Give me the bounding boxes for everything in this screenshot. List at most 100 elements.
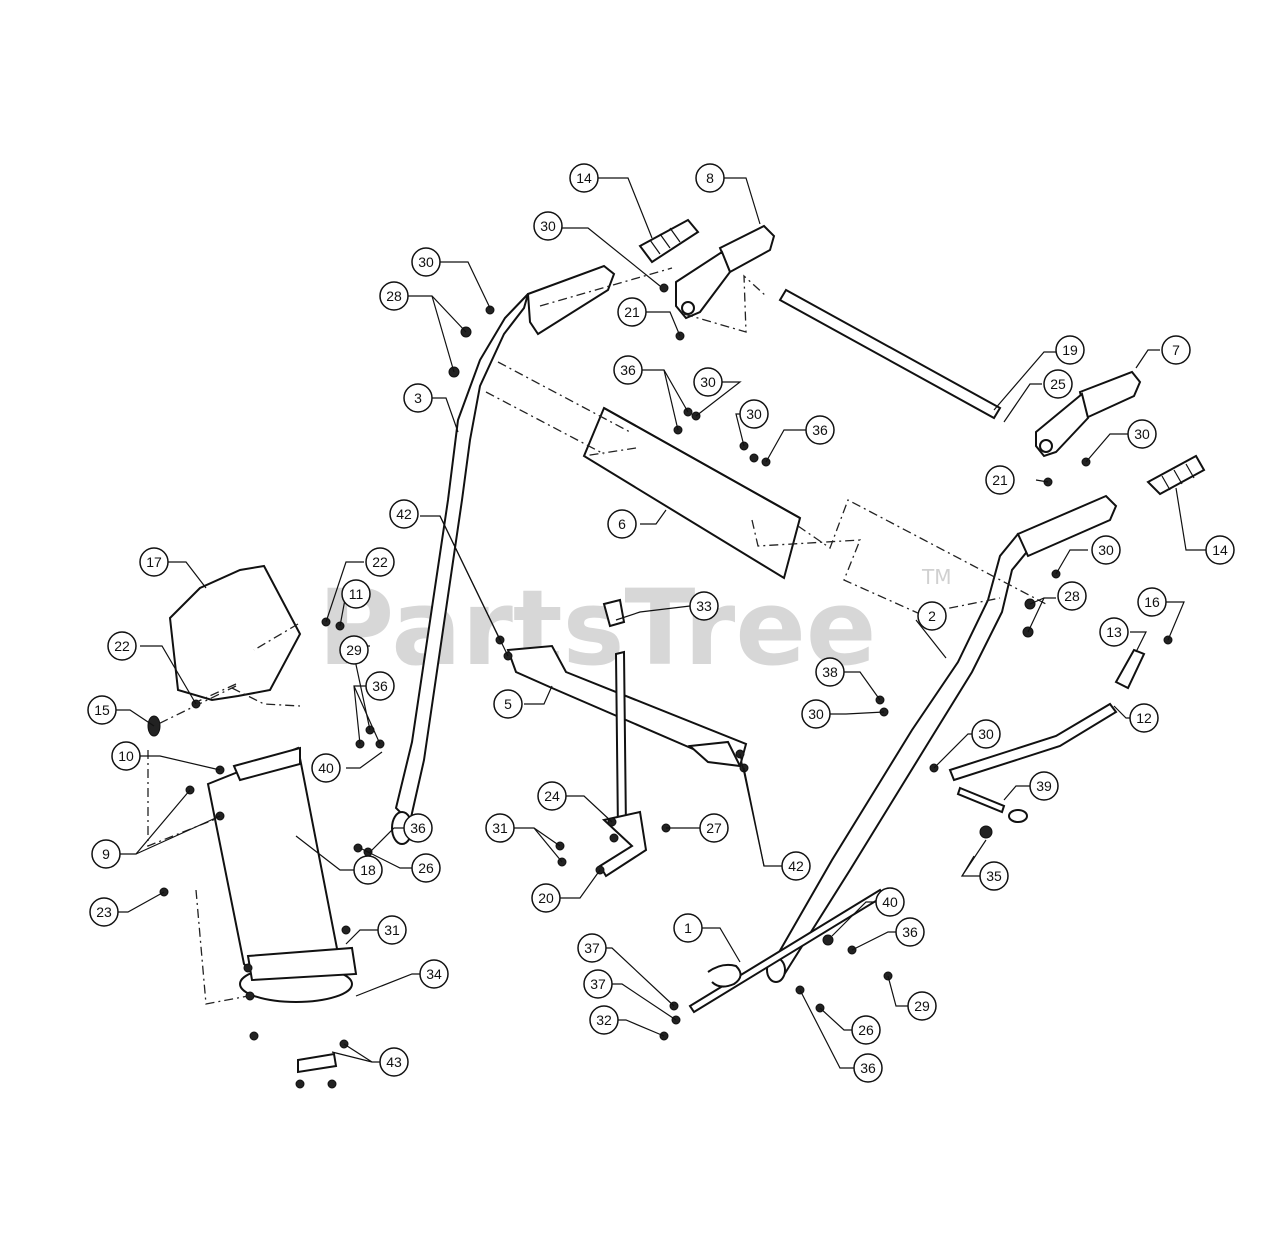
callout-31: 31 — [377, 915, 407, 945]
callout-circle — [403, 813, 433, 843]
callout-circle — [1043, 369, 1073, 399]
right-upper-handle-part-7 — [1035, 370, 1142, 458]
callout-12: 12 — [1129, 703, 1159, 733]
callout-17: 17 — [139, 547, 169, 577]
callout-14: 14 — [1205, 535, 1235, 565]
callout-label: 3 — [414, 390, 422, 406]
callout-label: 20 — [538, 890, 554, 906]
callout-label: 1 — [684, 920, 692, 936]
callout-label: 7 — [1172, 342, 1180, 358]
callout-label: 39 — [1036, 778, 1052, 794]
callout-6: 6 — [607, 509, 637, 539]
callout-circle — [311, 753, 341, 783]
callout-circle — [485, 813, 515, 843]
callout-circle — [1057, 581, 1087, 611]
callout-label: 31 — [384, 922, 400, 938]
callout-circle — [985, 465, 1015, 495]
callout-label: 16 — [1144, 594, 1160, 610]
callout-36: 36 — [895, 917, 925, 947]
callout-circle — [111, 741, 141, 771]
callout-label: 8 — [706, 170, 714, 186]
callout-label: 5 — [504, 696, 512, 712]
callout-label: 14 — [1212, 542, 1228, 558]
hardware-fasteners — [147, 283, 1173, 1089]
callout-circle — [875, 887, 905, 917]
callout-37: 37 — [577, 933, 607, 963]
rod-part-12 — [948, 702, 1118, 782]
callout-label: 29 — [914, 998, 930, 1014]
panel-part-6 — [582, 406, 802, 580]
callout-label: 25 — [1050, 376, 1066, 392]
callout-label: 30 — [700, 374, 716, 390]
callout-circle — [607, 509, 637, 539]
callout-label: 28 — [386, 288, 402, 304]
left-grip-part-14 — [638, 218, 700, 264]
callout-30: 30 — [971, 719, 1001, 749]
callout-28: 28 — [379, 281, 409, 311]
clip-part-43 — [297, 1052, 338, 1074]
callout-30: 30 — [1127, 419, 1157, 449]
callout-label: 40 — [318, 760, 334, 776]
callout-36: 36 — [805, 415, 835, 445]
callout-circle — [1205, 535, 1235, 565]
right-grip-part-14 — [1146, 454, 1206, 496]
callout-circle — [801, 699, 831, 729]
callout-10: 10 — [111, 741, 141, 771]
callout-label: 30 — [1134, 426, 1150, 442]
callout-circle — [1137, 587, 1167, 617]
callout-circle — [781, 851, 811, 881]
callout-3: 3 — [403, 383, 433, 413]
callout-36: 36 — [403, 813, 433, 843]
callout-circle — [365, 547, 395, 577]
callout-circle — [815, 657, 845, 687]
callout-circle — [917, 601, 947, 631]
rod-part-19 — [778, 288, 1002, 420]
callout-label: 36 — [860, 1060, 876, 1076]
callout-circle — [907, 991, 937, 1021]
callout-circle — [365, 671, 395, 701]
callout-34: 34 — [419, 959, 449, 989]
callout-38: 38 — [815, 657, 845, 687]
callout-7: 7 — [1161, 335, 1191, 365]
callout-label: 10 — [118, 748, 134, 764]
callout-27: 27 — [699, 813, 729, 843]
callout-label: 40 — [882, 894, 898, 910]
callout-circle — [403, 383, 433, 413]
callout-25: 25 — [1043, 369, 1073, 399]
callout-30: 30 — [533, 211, 563, 241]
rod-39-end — [1008, 809, 1028, 823]
callout-label: 30 — [808, 706, 824, 722]
callout-label: 30 — [978, 726, 994, 742]
callout-33: 33 — [689, 591, 719, 621]
callout-label: 36 — [372, 678, 388, 694]
callout-circle — [613, 355, 643, 385]
callout-label: 36 — [812, 422, 828, 438]
callout-label: 33 — [696, 598, 712, 614]
callout-circle — [569, 163, 599, 193]
callout-label: 21 — [992, 472, 1008, 488]
callout-label: 26 — [418, 860, 434, 876]
callout-19: 19 — [1055, 335, 1085, 365]
callout-label: 30 — [418, 254, 434, 270]
callout-circle — [1099, 617, 1129, 647]
callout-label: 24 — [544, 788, 560, 804]
callout-label: 43 — [386, 1054, 402, 1070]
callout-42: 42 — [389, 499, 419, 529]
callout-14: 14 — [569, 163, 599, 193]
callout-circle — [1127, 419, 1157, 449]
callout-circle — [419, 959, 449, 989]
callout-label: 32 — [596, 1012, 612, 1028]
callout-22: 22 — [365, 547, 395, 577]
callout-36: 36 — [853, 1053, 883, 1083]
callout-circle — [1091, 535, 1121, 565]
callout-39: 39 — [1029, 771, 1059, 801]
callout-label: 42 — [396, 506, 412, 522]
callout-label: 30 — [746, 406, 762, 422]
callout-label: 6 — [618, 516, 626, 532]
callouts: 14 8 30 30 28 21 3 36 30 30 36 19 7 25 30 21 14 6 42 17 22 1 1… — [87, 163, 1235, 1083]
callout-circle — [693, 367, 723, 397]
callout-label: 21 — [624, 304, 640, 320]
callout-circle — [689, 591, 719, 621]
callout-40: 40 — [311, 753, 341, 783]
callout-30: 30 — [1091, 535, 1121, 565]
